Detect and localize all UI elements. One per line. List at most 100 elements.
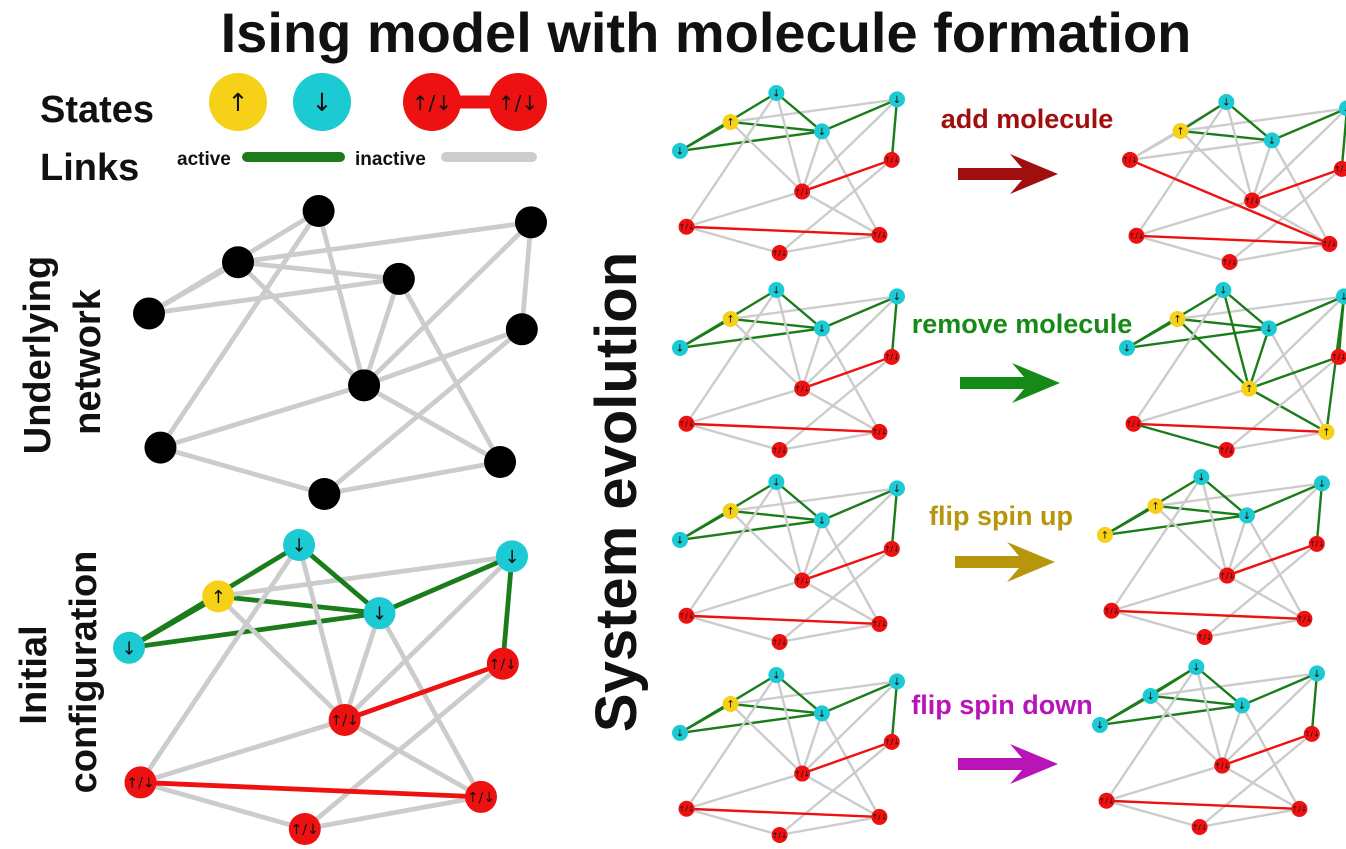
molecule-link-EI: [800, 158, 893, 193]
node-J-mol: [1196, 629, 1213, 645]
flip-spin-up-after: ↑↑↓↓↑/↓↓↑/↓↑/↓↑/↓↑/↓: [1097, 469, 1330, 645]
node-F-down: [1339, 100, 1346, 117]
inactive-link-DH: [396, 276, 503, 465]
node-B-up: [1169, 310, 1186, 327]
inactive-link-EF: [1220, 672, 1319, 767]
node-J-mol: [1221, 254, 1238, 270]
inactive-link-DH: [1267, 327, 1328, 434]
inactive-link-HJ: [1225, 430, 1328, 452]
transition-flip-spin-up: ↓↑↓↓↑/↓↓↑/↓↑/↓↑/↓↑/↓ flip spin up ↑↑↓↓↑/…: [672, 469, 1330, 650]
inactive-link-GJ: [685, 422, 781, 452]
active-link-FI: [1340, 107, 1346, 171]
node-J-mol: [1191, 819, 1208, 835]
active-link-CD: [296, 542, 382, 616]
node-symbol-G: ↑/↓: [1099, 797, 1115, 806]
node-symbol-I: ↑/↓: [884, 353, 900, 362]
flip-spin-down-after: ↓↓↓↓↑/↓↓↑/↓↑/↓↑/↓↑/↓: [1092, 659, 1325, 835]
node-D-down: [1263, 132, 1280, 149]
node-F-down: [889, 673, 905, 690]
inactive-link-GJ: [685, 614, 781, 644]
node-symbol-C: ↓: [772, 478, 780, 489]
node-symbol-J: ↑/↓: [772, 831, 788, 840]
molecule-link-GH: [1110, 609, 1306, 621]
inactive-link-GJ: [1105, 799, 1201, 829]
molecule-link-EI: [1220, 732, 1313, 767]
node-H-up: [1318, 423, 1335, 440]
inactive-link-DE: [800, 130, 824, 193]
molecule-link-GH: [1135, 234, 1331, 246]
node-C-down: [1215, 282, 1232, 298]
node-symbol-E: ↑/↓: [794, 384, 810, 393]
node-symbol-I: ↑/↓: [884, 545, 900, 554]
node-A-down: [113, 631, 145, 664]
flip-spin-up-label: flip spin up: [929, 501, 1073, 531]
molecule-link-GH: [1105, 799, 1301, 811]
node-A-up: [1097, 526, 1113, 543]
add-molecule-before: ↓↑↓↓↑/↓↓↑/↓↑/↓↑/↓↑/↓: [672, 85, 905, 261]
node-symbol-F: ↓: [1343, 104, 1346, 115]
node-symbol-B: ↑: [726, 507, 734, 518]
node-H-mol: [1321, 235, 1338, 252]
node-symbol-B: ↑: [726, 700, 734, 711]
node-symbol-A: ↑/↓: [1122, 156, 1138, 165]
node-D-down: [363, 597, 396, 630]
node-E-mol: [794, 380, 811, 397]
inactive-link-HJ: [778, 815, 881, 837]
active-link-CD: [775, 673, 824, 715]
transition-remove-molecule: ↓↑↓↓↑/↓↓↑/↓↑/↓↑/↓↑/↓ remove molecule ↓↑↓…: [672, 282, 1346, 458]
node-I-mol: [1303, 725, 1320, 742]
node-symbol-D: ↓: [818, 709, 826, 720]
active-link-BD: [729, 120, 824, 133]
node-symbol-D: ↓: [818, 127, 826, 138]
active-link-FI: [890, 295, 899, 359]
node-symbol-C: ↓: [772, 89, 780, 100]
inactive-link-GJ: [1135, 234, 1231, 264]
links-label: Links: [40, 147, 139, 189]
active-link-FI: [890, 98, 899, 162]
node-H-mol: [871, 615, 888, 632]
node-C-down: [768, 282, 785, 298]
node-I-mol: [1330, 348, 1346, 365]
node-symbol-H: ↑: [1322, 428, 1330, 439]
node-symbol-C: ↓: [1192, 663, 1200, 674]
active-link-BC: [1149, 665, 1198, 698]
node-symbol-H: ↑/↓: [872, 231, 888, 240]
underlying-label-line1: Underlying: [17, 256, 59, 454]
inactive-link-EF: [800, 98, 899, 193]
node-J-mol: [771, 827, 788, 843]
inactive-link-BE: [729, 702, 804, 775]
active-link-EH: [1247, 387, 1328, 434]
molecule-link-GH: [685, 807, 881, 819]
node-F: [515, 206, 547, 239]
node-H-mol: [464, 780, 497, 813]
node-A-down: [672, 142, 688, 159]
node-symbol-E: ↑/↓: [794, 187, 810, 196]
node-symbol-G: ↑/↓: [1104, 607, 1120, 616]
diagram-title: Ising model with molecule formation: [221, 1, 1192, 64]
node-F-down: [1314, 475, 1330, 492]
node-B-up: [722, 113, 739, 130]
node-symbol-I: ↑/↓: [489, 657, 517, 673]
legend-molecule-node-left: [403, 73, 461, 131]
inactive-link-HJ: [778, 430, 881, 452]
inactive-link-GJ: [158, 445, 327, 497]
inactive-link-CG: [685, 288, 778, 425]
initial-label-line1: Initial: [13, 625, 55, 724]
remove-molecule-after: ↓↑↓↓↑↓↑/↓↑↑/↓↑/↓: [1119, 282, 1346, 458]
inactive-link-EF: [1250, 107, 1346, 202]
active-link-FI: [890, 680, 899, 744]
inactive-link-CG: [1110, 475, 1203, 612]
node-symbol-H: ↑/↓: [872, 428, 888, 437]
node-symbol-E: ↑/↓: [1214, 761, 1230, 770]
node-D-down: [813, 123, 830, 140]
inactive-link-EF: [1247, 295, 1346, 390]
node-symbol-J: ↑/↓: [772, 638, 788, 647]
active-link-CD: [1200, 475, 1249, 517]
inactive-link-BE: [729, 120, 804, 193]
active-link-DF: [820, 295, 899, 330]
node-A-down: [672, 339, 688, 356]
node-symbol-C: ↓: [772, 671, 780, 682]
inactive-link-BE: [235, 259, 367, 388]
node-F-down: [889, 288, 905, 305]
inactive-link-EF: [342, 553, 515, 723]
